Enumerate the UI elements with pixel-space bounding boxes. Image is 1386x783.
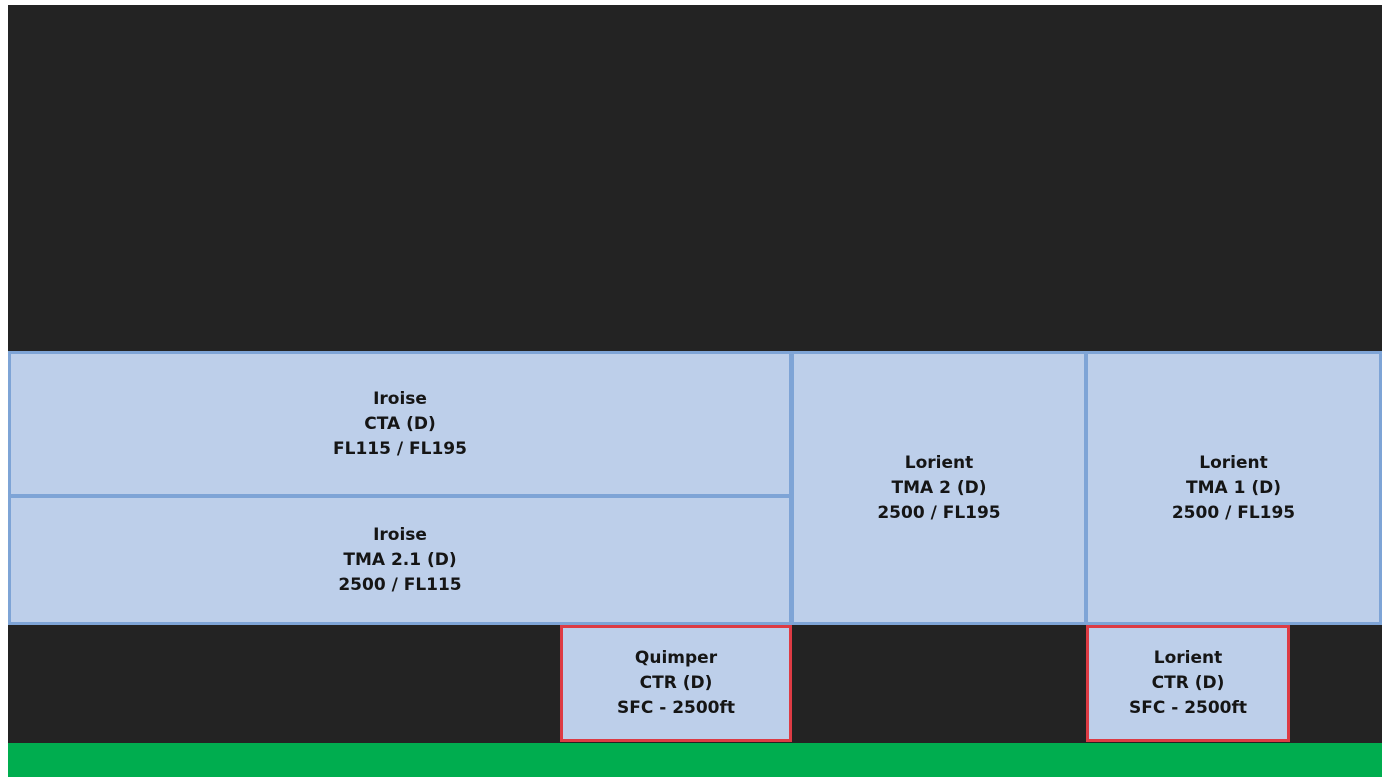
zone-limits: 2500 / FL115	[338, 574, 462, 595]
zone-class: CTR (D)	[1151, 673, 1225, 693]
zone-lorient-ctr: Lorient CTR (D) SFC - 2500ft	[1086, 625, 1290, 742]
zone-class: TMA 2 (D)	[891, 477, 987, 498]
zone-iroise-cta: Iroise CTA (D) FL115 / FL195	[8, 351, 792, 497]
zone-name: Lorient	[904, 452, 974, 473]
zone-name: Quimper	[634, 648, 718, 668]
zone-name: Iroise	[373, 524, 427, 545]
zone-name: Iroise	[373, 388, 427, 409]
zone-iroise-tma-2-1: Iroise TMA 2.1 (D) 2500 / FL115	[8, 495, 792, 625]
zone-quimper-ctr: Quimper CTR (D) SFC - 2500ft	[560, 625, 792, 742]
zone-name: Lorient	[1153, 648, 1223, 668]
ground-surface	[8, 743, 1382, 777]
zone-limits: 2500 / FL195	[1171, 502, 1296, 523]
zone-class: TMA 1 (D)	[1186, 477, 1281, 498]
zone-lorient-tma-2: Lorient TMA 2 (D) 2500 / FL195	[791, 351, 1087, 625]
zone-class: CTR (D)	[639, 673, 713, 693]
zone-limits: SFC - 2500ft	[1128, 698, 1248, 718]
zone-limits: 2500 / FL195	[877, 502, 1001, 523]
zone-name: Lorient	[1199, 452, 1268, 473]
zone-class: TMA 2.1 (D)	[343, 549, 457, 570]
zone-class: CTA (D)	[364, 413, 436, 434]
airspace-diagram: Iroise CTA (D) FL115 / FL195 Iroise TMA …	[8, 5, 1382, 777]
zone-limits: SFC - 2500ft	[616, 698, 736, 718]
zone-limits: FL115 / FL195	[333, 438, 467, 459]
zone-lorient-tma-1: Lorient TMA 1 (D) 2500 / FL195	[1085, 351, 1382, 625]
